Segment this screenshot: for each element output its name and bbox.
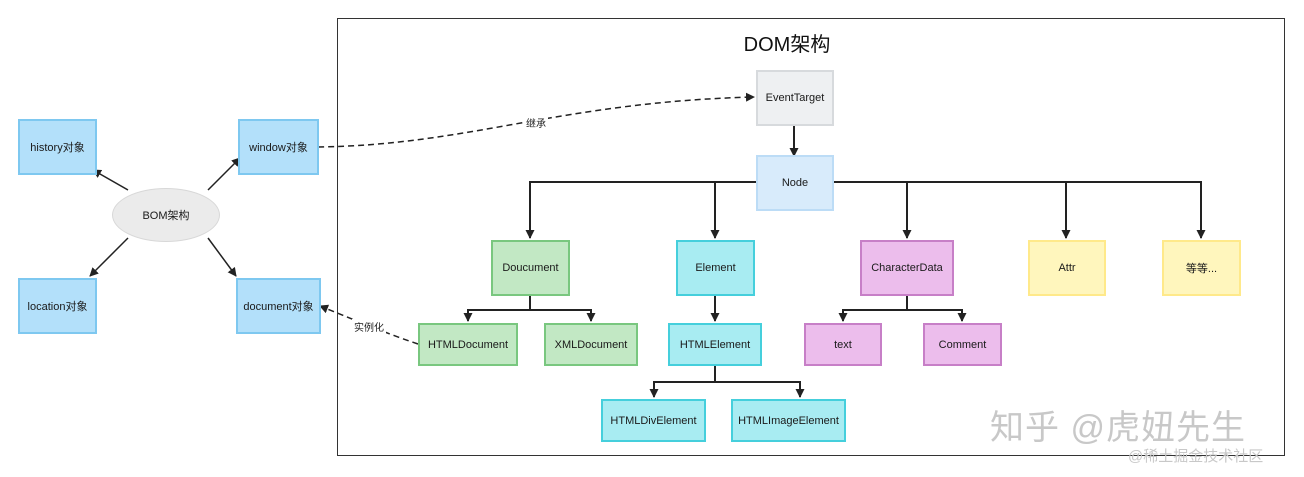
history-node: history对象 (18, 119, 97, 175)
watermark-main: 知乎 @虎妞先生 (990, 409, 1246, 447)
element-node: Element (676, 240, 755, 296)
inherit-label: 继承 (524, 115, 548, 130)
characterdata-node: CharacterData (860, 240, 954, 296)
instantiate-label: 实例化 (352, 319, 386, 334)
edge-bom-window (207, 157, 241, 191)
doucument-node: Doucument (491, 240, 570, 296)
dom-frame (337, 18, 1285, 456)
attr-node: Attr (1028, 240, 1106, 296)
edge-doucument-htmldocument (463, 309, 530, 322)
document-node: document对象 (236, 278, 321, 334)
edge-characterdata-comment (907, 309, 967, 322)
window-node: window对象 (238, 119, 319, 175)
edge-bom-document (207, 237, 237, 277)
htmldivelement-node: HTMLDivElement (601, 399, 706, 442)
diagram-title: DOM架构 (743, 34, 831, 56)
htmlimageelement-node: HTMLImageElement (731, 399, 846, 442)
watermark-sub: @稀土掘金技术社区 (1128, 448, 1264, 465)
edge-htmlelement-div (649, 381, 715, 398)
xmldocument-node: XMLDocument (544, 323, 638, 366)
bom-center-node: BOM架构 (112, 188, 220, 242)
edge-bom-location (89, 237, 129, 277)
edge-doucument-xmldocument (530, 309, 596, 322)
edge-node-doucument (525, 181, 756, 239)
etc-node: 等等... (1162, 240, 1241, 296)
edge-characterdata-text (838, 309, 907, 322)
node-node: Node (756, 155, 834, 211)
text-node: text (804, 323, 882, 366)
edge-bom-history (92, 169, 129, 191)
edge-node-etc (834, 181, 1206, 239)
htmlelement-node: HTMLElement (668, 323, 762, 366)
edge-htmlelement-image (715, 381, 805, 398)
edge-inherit (317, 92, 755, 148)
location-node: location对象 (18, 278, 97, 334)
comment-node: Comment (923, 323, 1002, 366)
edge-node-element (710, 181, 756, 239)
htmldocument-node: HTMLDocument (418, 323, 518, 366)
eventtarget-node: EventTarget (756, 70, 834, 126)
